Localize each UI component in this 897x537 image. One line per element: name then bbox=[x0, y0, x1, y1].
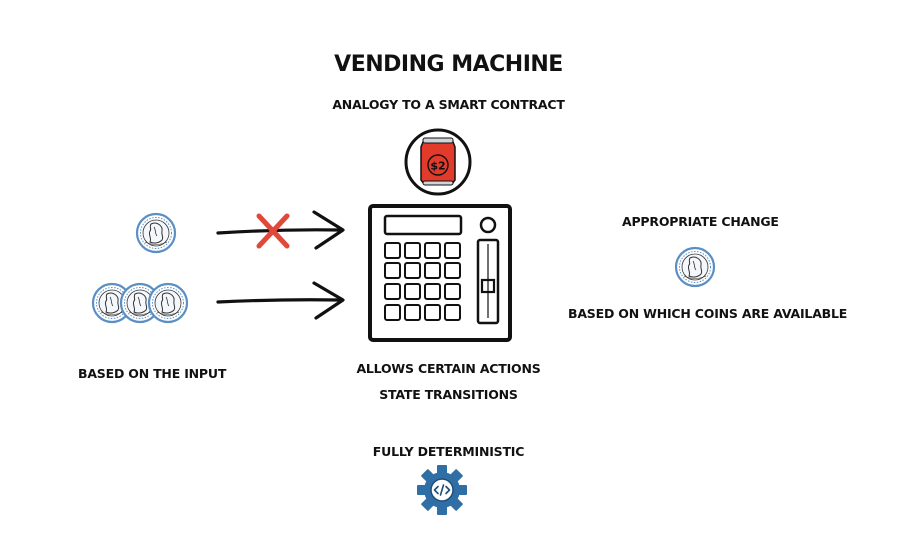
appropriate-change-label: APPROPRIATE CHANGE bbox=[622, 214, 779, 229]
state-transitions-label: STATE TRANSITIONS bbox=[379, 387, 518, 402]
can-price-label: $2 bbox=[430, 160, 445, 173]
code-gear-icon bbox=[417, 465, 467, 515]
coin-icon bbox=[135, 212, 177, 254]
coin-icon bbox=[147, 282, 189, 324]
allows-actions-label: ALLOWS CERTAIN ACTIONS bbox=[356, 361, 541, 376]
arrow-icon bbox=[216, 281, 345, 320]
cross-icon bbox=[256, 213, 290, 249]
coins-available-label: BASED ON WHICH COINS ARE AVAILABLE bbox=[568, 306, 848, 321]
change-coin-icon bbox=[674, 246, 716, 288]
vending-machine-icon bbox=[368, 204, 512, 342]
subtitle: ANALOGY TO A SMART CONTRACT bbox=[332, 97, 565, 112]
based-on-input-label: BASED ON THE INPUT bbox=[78, 366, 227, 381]
soda-can-icon: $2 bbox=[404, 128, 472, 196]
coin-stack-icon bbox=[91, 282, 189, 324]
page-title: VENDING MACHINE bbox=[334, 52, 563, 77]
arrow-icon bbox=[216, 210, 345, 250]
fully-deterministic-label: FULLY DETERMINISTIC bbox=[372, 444, 525, 459]
